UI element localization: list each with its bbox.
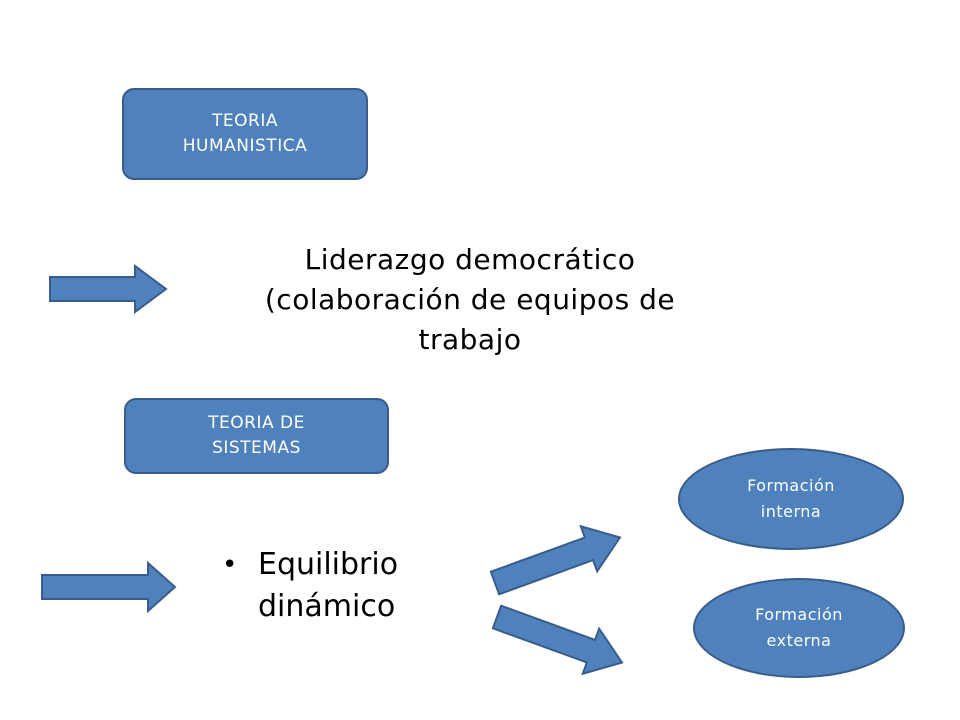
bullet-dot: •: [222, 550, 238, 580]
formacion-externa-ellipse: Formación externa: [693, 578, 905, 678]
teoria-humanistica-label: TEORIA HUMANISTICA: [182, 111, 308, 156]
teoria-sistemas-box: TEORIA DE SISTEMAS: [124, 398, 389, 474]
right-arrow-2: [41, 560, 177, 614]
right-arrow-1: [49, 264, 168, 314]
equilibrio-text: Equilibrio dinámico: [258, 547, 399, 624]
formacion-interna-ellipse: Formación interna: [678, 448, 904, 550]
teoria-humanistica-box: TEORIA HUMANISTICA: [122, 88, 368, 180]
formacion-externa-label: Formación externa: [755, 605, 843, 650]
teoria-sistemas-label: TEORIA DE SISTEMAS: [208, 413, 305, 458]
liderazgo-text: Liderazgo democrático (colaboración de e…: [264, 243, 676, 356]
up-right-arrow: [489, 524, 622, 596]
formacion-interna-label: Formación interna: [747, 476, 835, 521]
down-right-arrow: [491, 604, 624, 676]
